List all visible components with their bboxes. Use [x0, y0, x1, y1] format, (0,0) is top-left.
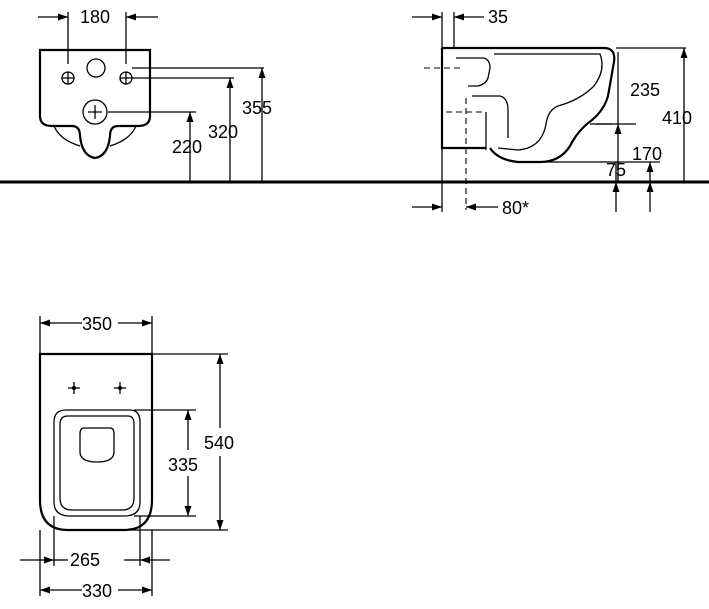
front-view-crosshairs	[62, 72, 132, 119]
dim-320-label: 320	[208, 122, 238, 142]
dim-35-label: 35	[488, 7, 508, 27]
side-view-bowl-outline	[489, 46, 616, 164]
dim-220-label: 220	[172, 137, 202, 157]
waste-outlet-hole	[82, 99, 108, 125]
water-inlet-hole	[86, 58, 106, 78]
dim-80-label: 80*	[502, 198, 529, 218]
top-view-inner-bowl	[53, 409, 141, 517]
dim-335-label: 335	[168, 455, 198, 475]
dim-265-label: 265	[70, 550, 100, 570]
dim-170-label: 170	[632, 144, 662, 164]
dim-180-label: 180	[80, 7, 110, 27]
side-view-inner-bowl	[494, 53, 603, 151]
dim-330-label: 330	[82, 581, 112, 601]
top-view-bowl-outline	[38, 352, 154, 532]
dim-355-label: 355	[242, 98, 272, 118]
front-view: 180 355 320 220	[38, 7, 272, 182]
dim-540-label: 540	[204, 433, 234, 453]
top-view-inner-rim	[59, 415, 135, 511]
side-view: 35 235 410 170 75 80*	[412, 7, 692, 218]
dim-410-label: 410	[662, 108, 692, 128]
top-view: 350 540 335 265 330	[20, 314, 234, 601]
side-view-installation-block	[440, 48, 486, 150]
front-view-bowl-outline	[38, 48, 152, 160]
front-view-bowl-rim	[53, 125, 137, 147]
dim-350-label: 350	[82, 314, 112, 334]
side-view-trapway	[456, 57, 509, 138]
top-view-outlet	[79, 427, 115, 463]
dim-235-label: 235	[630, 80, 660, 100]
dim-75-label: 75	[606, 160, 626, 180]
